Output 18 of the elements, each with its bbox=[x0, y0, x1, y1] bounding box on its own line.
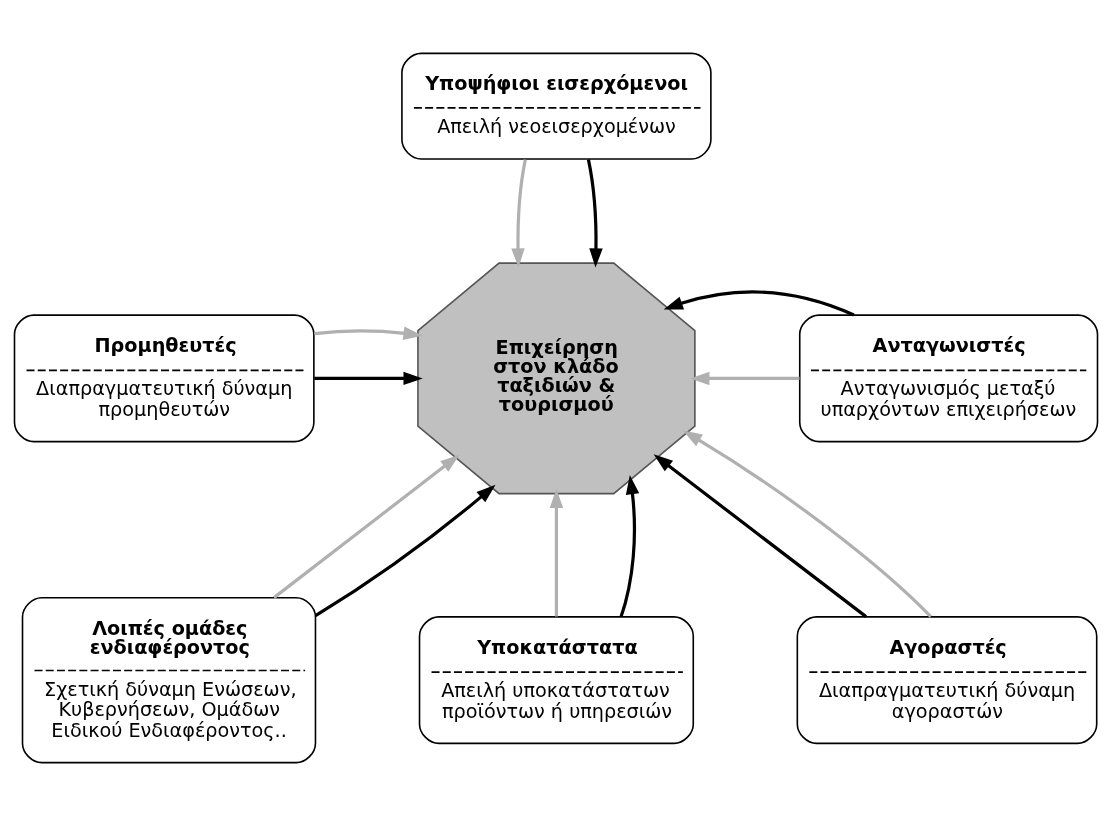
arrow bbox=[273, 454, 460, 599]
arrow bbox=[619, 475, 640, 618]
node-box: Προμηθευτές Διαπραγματευτική δύναμη προμηθευτών bbox=[13, 314, 315, 443]
arrow bbox=[314, 326, 423, 340]
arrow bbox=[663, 290, 855, 317]
arrow bbox=[511, 159, 527, 268]
node-box: Υποψήφιοι εισερχόμενοι Απειλή νεοεισερχομένων bbox=[401, 52, 712, 160]
arrow bbox=[586, 159, 603, 268]
node-box: Υποκατάστατα Απειλή υποκατάστατων προϊόντων ή υπηρεσιών bbox=[418, 616, 695, 745]
arrow bbox=[653, 454, 867, 618]
arrow bbox=[690, 371, 800, 386]
arrow bbox=[314, 371, 423, 386]
node-box: Λοιπές ομάδες ενδιαφέροντος Σχετική δύναμη Ενώσεων, Κυβερνήσεων, Ομάδων Ειδικού Ενδιαφέροντος.. bbox=[21, 596, 317, 764]
arrow bbox=[314, 484, 496, 618]
node-box: Αγοραστές Διαπραγματευτική δύναμη αγοραστών bbox=[796, 616, 1098, 745]
arrow bbox=[549, 488, 564, 617]
arrow bbox=[682, 430, 932, 618]
node-box: Ανταγωνιστές Ανταγωνισμός μεταξύ υπαρχόντων επιχειρήσεων bbox=[798, 314, 1099, 443]
